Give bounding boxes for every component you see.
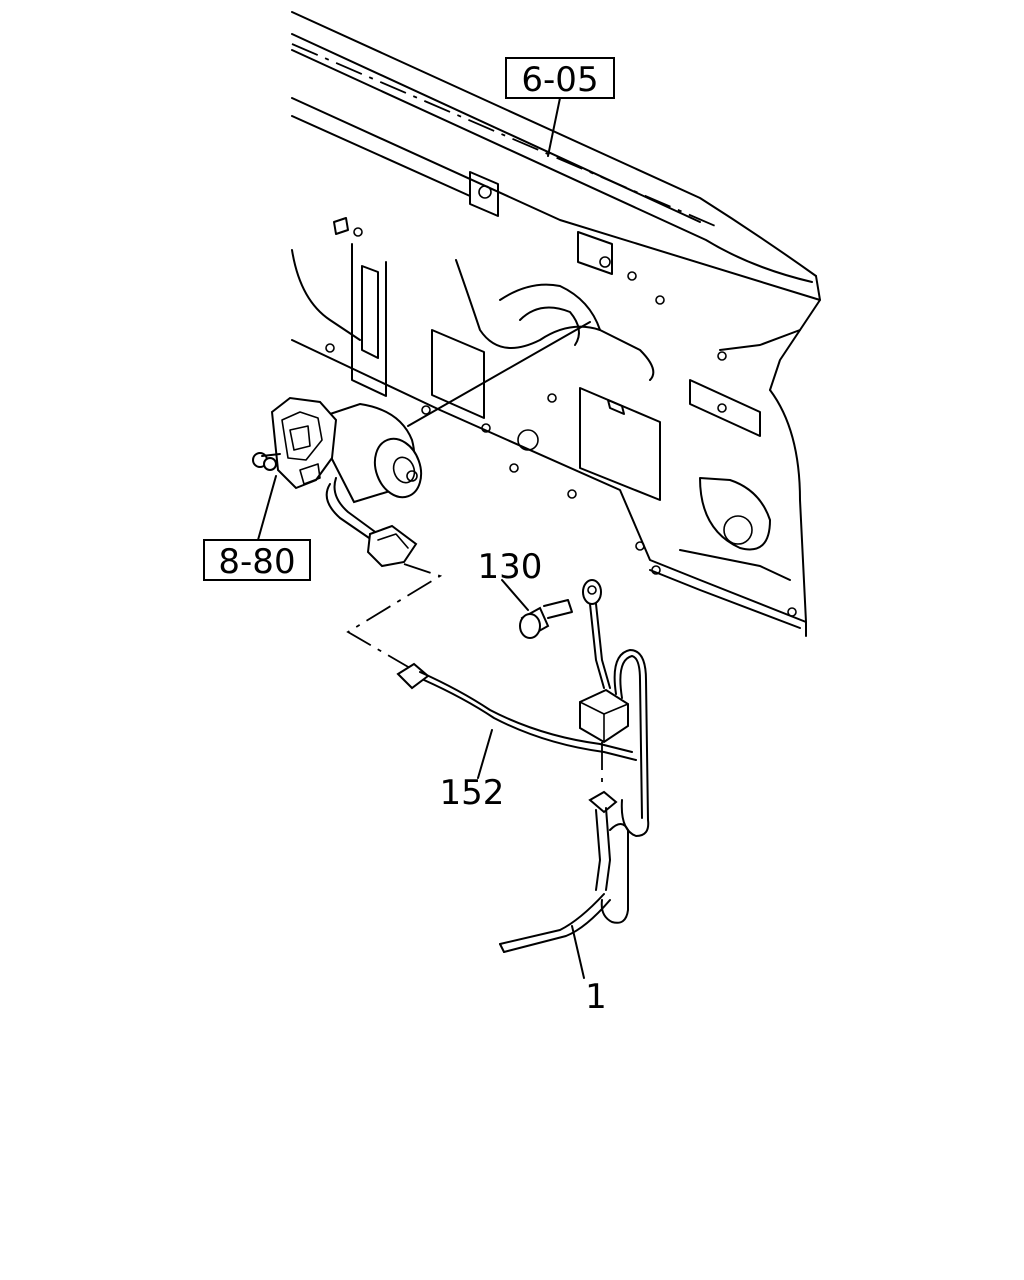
part-label-130[interactable]: 130 <box>478 547 543 587</box>
ref-box-8-80[interactable]: 8-80 <box>203 539 311 582</box>
part-label-152[interactable]: 152 <box>440 773 505 813</box>
leader-8-80 <box>257 475 277 541</box>
motor-mount-centerline <box>407 321 591 427</box>
wiper-motor <box>252 396 423 568</box>
ref-label-8-80: 8-80 <box>218 542 295 582</box>
harness-152 <box>396 662 637 761</box>
bolt-130 <box>519 599 573 639</box>
leader-1 <box>571 925 585 979</box>
ref-label-6-05: 6-05 <box>521 60 598 100</box>
harness-1 <box>499 579 650 953</box>
leader-130 <box>501 579 529 611</box>
part-label-1[interactable]: 1 <box>585 977 607 1017</box>
connection-line <box>346 563 443 669</box>
leader-6-05 <box>547 97 561 157</box>
ref-box-6-05[interactable]: 6-05 <box>505 57 615 100</box>
leader-152 <box>477 729 493 779</box>
dash-panel <box>291 11 821 637</box>
